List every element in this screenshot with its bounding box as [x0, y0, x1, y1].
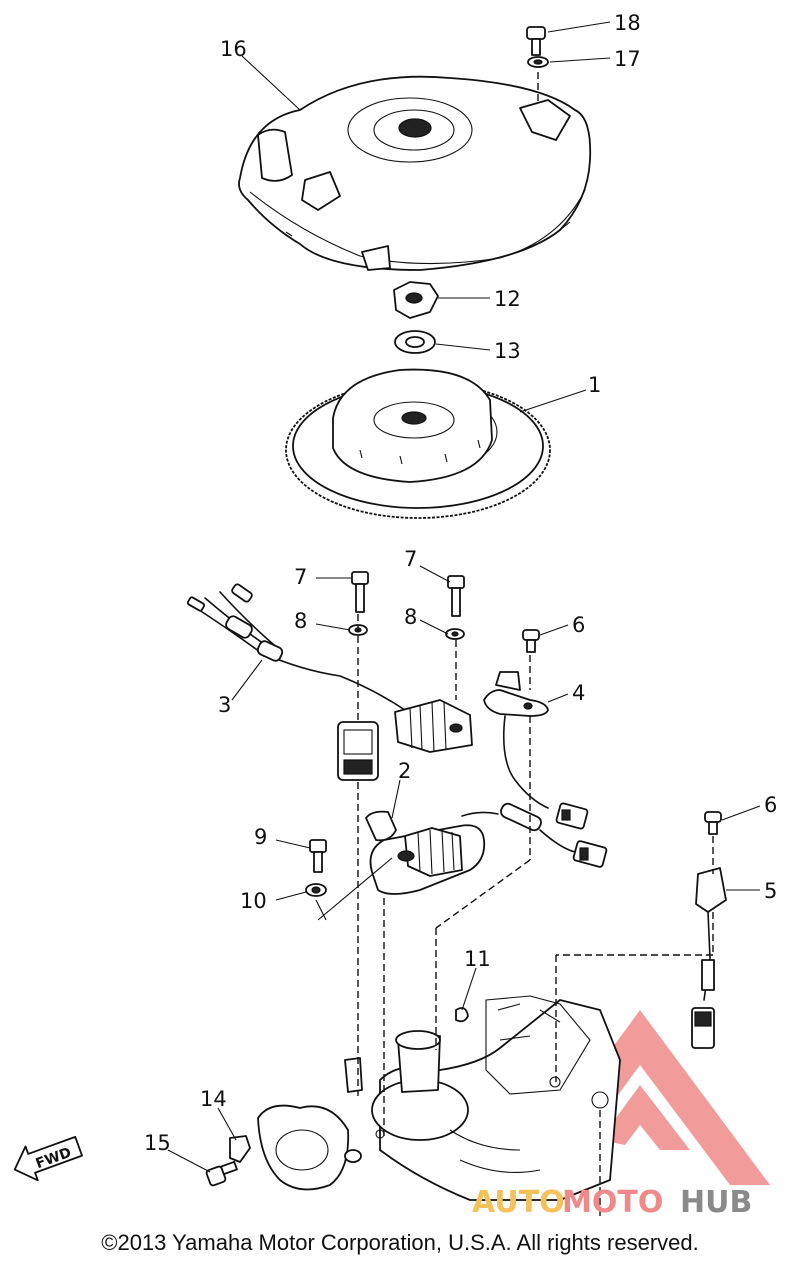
engine-block — [257, 995, 621, 1201]
callout-7-left: 7 — [294, 565, 307, 589]
bolt-7-left — [351, 571, 369, 613]
flywheel-rotor — [285, 368, 551, 519]
screw-6-upper — [522, 629, 540, 653]
callout-8-right: 8 — [404, 605, 417, 629]
ignition-unit — [691, 867, 727, 1049]
callout-16: 16 — [220, 37, 247, 61]
callout-17: 17 — [614, 47, 641, 71]
callout-13: 13 — [494, 339, 521, 363]
callout-1: 1 — [588, 373, 601, 397]
watermark-text: AUTO MOTO HUB — [472, 1185, 752, 1220]
stator-base-plate — [365, 802, 608, 895]
callout-12: 12 — [494, 287, 521, 311]
callout-7-right: 7 — [404, 547, 417, 571]
callout-11: 11 — [464, 947, 491, 971]
callout-9: 9 — [254, 825, 267, 849]
woodruff-key-11 — [455, 1007, 469, 1023]
charge-coil-assembly — [186, 583, 473, 781]
callout-2: 2 — [398, 759, 411, 783]
washer-8-right — [445, 628, 465, 640]
callout-6-upper: 6 — [572, 613, 585, 637]
screw-6-lower — [704, 811, 722, 835]
callout-labels: 16 18 17 12 13 1 7 7 8 8 6 3 4 2 6 9 5 1… — [144, 11, 777, 1155]
callout-18: 18 — [614, 11, 641, 35]
callout-5: 5 — [764, 879, 777, 903]
washer-10 — [305, 883, 327, 897]
pulser-coil — [483, 671, 589, 830]
callout-6-lower: 6 — [764, 793, 777, 817]
callout-3: 3 — [218, 693, 231, 717]
watermark-moto: MOTO — [562, 1185, 663, 1220]
flywheel-cover — [238, 75, 592, 271]
bolt-15 — [205, 1160, 238, 1187]
washer-13 — [394, 330, 436, 354]
callout-4: 4 — [572, 681, 585, 705]
watermark-auto: AUTO — [472, 1185, 565, 1220]
callout-14: 14 — [200, 1087, 227, 1111]
bolt-18 — [526, 26, 546, 56]
bracket-14 — [229, 1135, 251, 1163]
alignment-lines — [357, 72, 714, 1220]
callout-15: 15 — [144, 1131, 171, 1155]
fwd-arrow: FWD — [13, 1135, 83, 1182]
leader-lines — [167, 21, 761, 1173]
washer-17 — [527, 56, 549, 68]
callout-10: 10 — [240, 889, 267, 913]
nut-12 — [393, 281, 439, 319]
callout-8-left: 8 — [294, 609, 307, 633]
bolt-7-right — [447, 575, 465, 617]
bolt-9 — [309, 839, 327, 873]
watermark-hub: HUB — [680, 1185, 752, 1220]
copyright-notice: ©2013 Yamaha Motor Corporation, U.S.A. A… — [101, 1230, 699, 1255]
